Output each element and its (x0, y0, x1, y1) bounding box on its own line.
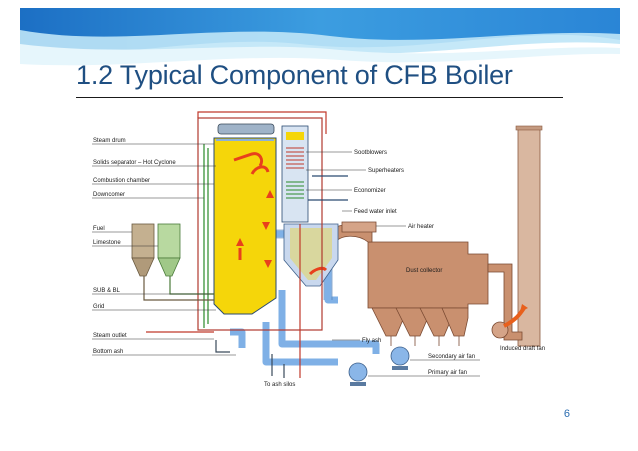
label-induced-draft-fan: Induced draft fan (500, 346, 545, 352)
label-bottom-ash: Bottom ash (93, 349, 123, 355)
label-steam-drum: Steam drum (93, 138, 126, 144)
steam-drum-shape (217, 123, 275, 135)
banner-waves (20, 8, 620, 66)
title-underline (76, 97, 563, 98)
primary-air-fan (348, 362, 368, 386)
right-leader-lines (306, 151, 480, 377)
label-secondary-air-fan: Secondary air fan (428, 354, 475, 360)
label-sootblowers: Sootblowers (354, 150, 387, 156)
slide-title: 1.2 Typical Component of CFB Boiler (76, 60, 513, 90)
backpass (281, 125, 309, 223)
label-air-heater: Air heater (408, 224, 434, 230)
label-feed-water-inlet: Feed water inlet (354, 209, 397, 215)
label-downcomer: Downcomer (93, 192, 125, 198)
label-to-ash-silos: To ash silos (264, 382, 295, 388)
cfb-boiler-diagram: Steam drum Solids separator – Hot Cyclon… (76, 104, 563, 400)
pipes (143, 111, 348, 378)
limestone-silo (157, 223, 181, 277)
chimney (515, 125, 543, 347)
label-combustion-chamber: Combustion chamber (93, 178, 150, 184)
secondary-air-fan (390, 346, 410, 370)
label-fuel: Fuel (93, 226, 105, 232)
label-limestone: Limestone (93, 240, 121, 246)
label-economizer: Economizer (354, 188, 386, 194)
fuel-silo (131, 223, 155, 277)
boiler-frame (197, 117, 323, 331)
label-fly-ash: Fly ash (362, 338, 381, 344)
left-leader-lines (92, 143, 236, 356)
label-solids-separator: Solids separator – Hot Cyclone (93, 160, 176, 166)
label-superheaters: Superheaters (368, 168, 404, 174)
label-dust-collector: Dust collector (406, 268, 442, 274)
label-primary-air-fan: Primary air fan (428, 370, 467, 376)
label-grid: Grid (93, 304, 104, 310)
label-steam-outlet: Steam outlet (93, 333, 127, 339)
page-number: 6 (563, 408, 570, 420)
label-sub-bl: SUB & BL (93, 288, 121, 294)
dust-collector (367, 241, 523, 346)
furnace (213, 137, 277, 315)
